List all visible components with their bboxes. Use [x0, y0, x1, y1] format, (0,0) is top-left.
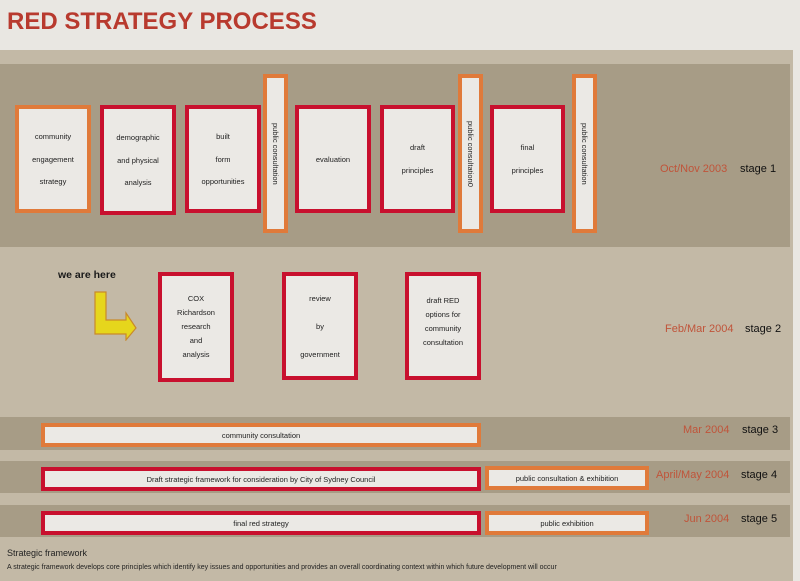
footer-description: A strategic framework develops core prin… — [7, 564, 557, 571]
vbar-label: public consultation0 — [466, 120, 475, 187]
bar-label: final red strategy — [233, 518, 289, 528]
bar-label: public consultation & exhibition — [515, 473, 619, 483]
stage-5-public-exhibition-bar: public exhibition — [485, 511, 649, 535]
box-line: analysis — [124, 178, 152, 188]
stage-2-date: Feb/Mar 2004 — [665, 323, 734, 335]
stage-4-draft-framework-bar: Draft strategic framework for considerat… — [41, 467, 481, 491]
box-line: and physical — [117, 155, 159, 165]
box-line: built — [216, 132, 230, 142]
stage-1-label: stage 1 — [740, 163, 777, 175]
box-line: review — [309, 293, 331, 303]
stage-1-box-built-form: built form opportunities — [185, 105, 261, 213]
stage-1-public-consultation-bar-3: public consultation — [572, 74, 597, 233]
vbar-label: public consultation — [580, 122, 589, 185]
box-line: community — [34, 132, 72, 142]
bar-label: public exhibition — [540, 518, 594, 528]
box-line: evaluation — [315, 154, 351, 164]
box-line: final — [520, 143, 535, 152]
stage-3-community-consultation-bar: community consultation — [41, 423, 481, 447]
stage-2-box-review-by-government: review by government — [282, 272, 358, 380]
stage-1-box-demographic: demographic and physical analysis — [100, 105, 176, 215]
bent-arrow-icon — [94, 291, 137, 341]
box-line: consultation — [422, 338, 464, 347]
box-line: and — [189, 336, 203, 345]
box-line: community — [424, 324, 462, 333]
box-line: form — [215, 154, 231, 164]
bar-label: Draft strategic framework for considerat… — [146, 474, 376, 484]
stage-4-date: April/May 2004 — [656, 469, 730, 481]
box-line: Richardson — [177, 308, 215, 317]
box-line: engagement — [32, 154, 74, 164]
stage-1-box-draft-principles: draft principles — [380, 105, 455, 213]
box-line: principles — [401, 166, 434, 175]
footer-title: Strategic framework — [7, 548, 88, 558]
stage-5-date: Jun 2004 — [684, 513, 730, 525]
vbar-label: public consultation — [271, 122, 280, 185]
stage-3-date: Mar 2004 — [683, 424, 730, 436]
box-line: by — [316, 321, 324, 331]
stage-1-box-final-principles: final principles — [490, 105, 565, 213]
box-line: COX — [187, 294, 205, 303]
box-line: principles — [511, 166, 544, 175]
stage-1-public-consultation-bar-1: public consultation — [263, 74, 288, 233]
box-line: government — [300, 349, 340, 359]
box-line: analysis — [182, 350, 210, 359]
stage-2-label: stage 2 — [745, 323, 782, 335]
box-line: research — [181, 322, 211, 331]
box-line: draft — [409, 143, 425, 152]
stage-5-label: stage 5 — [741, 513, 778, 525]
stage-2-box-draft-red-options: draft RED options for community consulta… — [405, 272, 481, 380]
we-are-here-label: we are here — [58, 269, 116, 281]
stage-4-public-consultation-exhibition-bar: public consultation & exhibition — [485, 466, 649, 490]
box-line: strategy — [39, 176, 67, 186]
stage-1-public-consultation-bar-2: public consultation0 — [458, 74, 483, 233]
box-line: opportunities — [201, 176, 245, 186]
stage-1-box-community-engagement: community engagement strategy — [15, 105, 91, 213]
bar-label: community consultation — [221, 430, 301, 440]
stage-2-box-cox-richardson: COX Richardson research and analysis — [158, 272, 234, 382]
box-line: options for — [425, 310, 461, 319]
box-line: draft RED — [426, 296, 460, 305]
stage-4-label: stage 4 — [741, 469, 778, 481]
stage-5-final-red-strategy-bar: final red strategy — [41, 511, 481, 535]
box-line: demographic — [116, 132, 160, 142]
page-title: RED STRATEGY PROCESS — [7, 8, 317, 35]
stage-1-date: Oct/Nov 2003 — [660, 163, 728, 175]
stage-1-box-evaluation: evaluation — [295, 105, 371, 213]
stage-3-label: stage 3 — [742, 424, 779, 436]
